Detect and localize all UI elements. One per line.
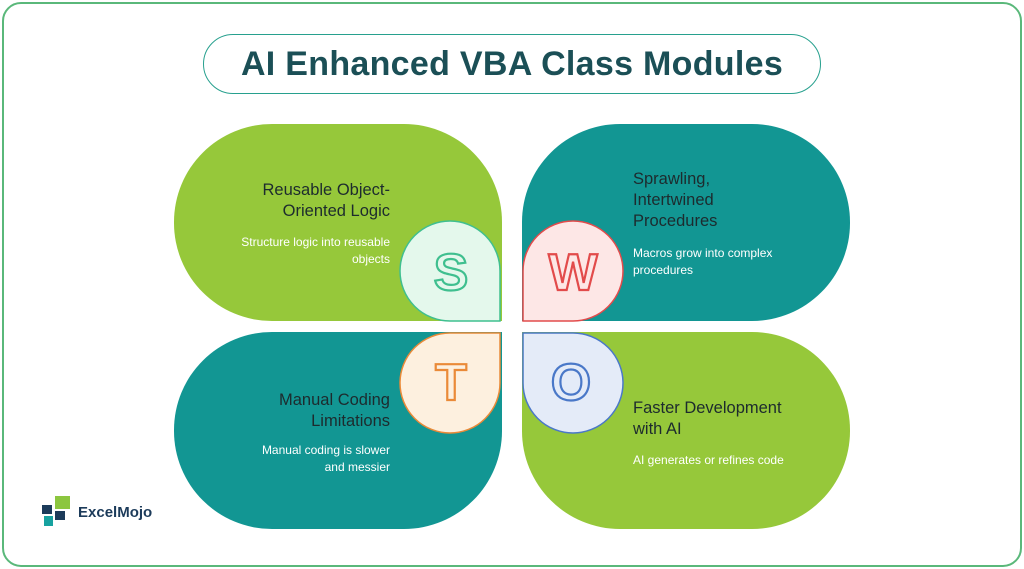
o-badge-shape [522, 332, 624, 434]
s-badge-shape [399, 220, 501, 322]
page-title: AI Enhanced VBA Class Modules [240, 44, 784, 83]
weaknesses-desc-line1: Macros grow into complex [633, 246, 773, 260]
w-badge: W [522, 220, 624, 322]
title-box: AI Enhanced VBA Class Modules [203, 34, 821, 94]
excelmojo-logo-icon [42, 496, 70, 526]
weaknesses-title-line1: Sprawling, [633, 170, 711, 188]
strengths-title-line2: Oriented Logic [282, 202, 390, 220]
s-badge: S [399, 220, 501, 322]
threats-desc-line2: and messier [324, 460, 390, 474]
threats-title-line2: Limitations [311, 412, 390, 430]
o-badge-letter: O [551, 354, 591, 412]
strengths-title-line1: Reusable Object- [262, 181, 390, 199]
weaknesses-description: Macros grow into complex procedures [633, 245, 823, 279]
t-badge-letter: T [435, 354, 467, 412]
strengths-description: Structure logic into reusable objects [200, 234, 390, 268]
w-badge-shape [522, 220, 624, 322]
brand-logo: ExcelMojo [42, 496, 152, 528]
opportunities-title: Faster Development with AI [633, 398, 833, 440]
weaknesses-title-line2: Intertwined [633, 191, 714, 209]
opportunities-title-line2: with AI [633, 420, 682, 438]
t-badge: T [399, 332, 501, 434]
opportunities-description: AI generates or refines code [633, 452, 833, 469]
t-badge-shape [399, 332, 501, 434]
strengths-title: Reusable Object- Oriented Logic [200, 180, 390, 222]
threats-title: Manual Coding Limitations [200, 390, 390, 432]
opportunities-desc-line1: AI generates or refines code [633, 453, 784, 467]
w-badge-letter: W [548, 244, 598, 302]
s-badge-letter: S [434, 244, 469, 302]
threats-description: Manual coding is slower and messier [200, 442, 390, 476]
weaknesses-title: Sprawling, Intertwined Procedures [633, 169, 813, 232]
o-badge: O [522, 332, 624, 434]
strengths-desc-line1: Structure logic into reusable [241, 235, 390, 249]
threats-title-line1: Manual Coding [279, 391, 390, 409]
weaknesses-desc-line2: procedures [633, 263, 694, 277]
opportunities-title-line1: Faster Development [633, 399, 782, 417]
strengths-desc-line2: objects [351, 252, 390, 266]
threats-desc-line1: Manual coding is slower [261, 443, 390, 457]
brand-name: ExcelMojo [78, 503, 153, 521]
weaknesses-title-line3: Procedures [633, 212, 718, 230]
